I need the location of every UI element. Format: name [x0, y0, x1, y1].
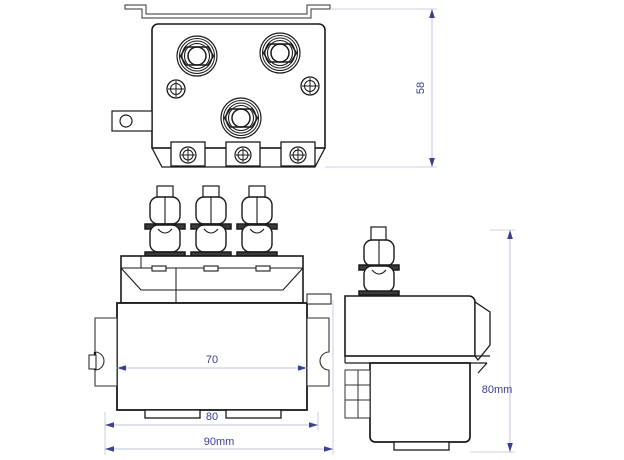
- coil-screw-right: [300, 76, 320, 96]
- bottom-mount-block-left: [170, 141, 206, 167]
- dimension-side-view-height: 80mm: [470, 229, 515, 453]
- side-terminal-bolt: [358, 226, 400, 296]
- dimension-front-overall-width: 90mm: [104, 300, 334, 455]
- coil-screw-left: [166, 79, 186, 99]
- dimension-front-body-width: 80: [104, 411, 319, 430]
- dimension-label-80: 80: [206, 411, 218, 423]
- side-left-terminal-tabs: [344, 369, 371, 419]
- bottom-mount-block-right: [280, 141, 316, 167]
- front-main-body: [116, 302, 308, 411]
- dimension-label-80mm: 80mm: [482, 384, 513, 396]
- bottom-mount-block-center: [225, 141, 261, 167]
- top-view-body-outline: [151, 23, 326, 149]
- side-upper-housing: [344, 295, 491, 374]
- front-terminal-bolt-left: [144, 185, 186, 257]
- front-terminal-bolt-center: [190, 185, 232, 257]
- terminal-post-top-left: [176, 35, 218, 77]
- top-view: [111, 4, 331, 168]
- front-upper-housing: [120, 255, 304, 304]
- top-mounting-bracket: [124, 4, 331, 19]
- dimension-front-inner-width: 70: [117, 354, 307, 371]
- terminal-post-center: [220, 97, 262, 139]
- front-right-mounting-bracket: [306, 293, 332, 387]
- side-bottom-foot: [393, 441, 450, 451]
- dimension-label-58: 58: [415, 82, 427, 94]
- front-view: [88, 185, 332, 419]
- side-main-body: [369, 362, 471, 443]
- side-view: [344, 226, 491, 451]
- dimension-label-90mm: 90mm: [204, 436, 235, 448]
- front-left-mounting-bracket: [88, 317, 118, 387]
- front-bottom-feet: [144, 409, 282, 419]
- dimension-top-view-height: 58: [325, 8, 437, 168]
- top-view-side-tab: [111, 110, 153, 132]
- dimension-label-70: 70: [206, 354, 218, 366]
- front-terminal-bolt-right: [236, 185, 278, 257]
- terminal-post-top-right: [259, 32, 301, 74]
